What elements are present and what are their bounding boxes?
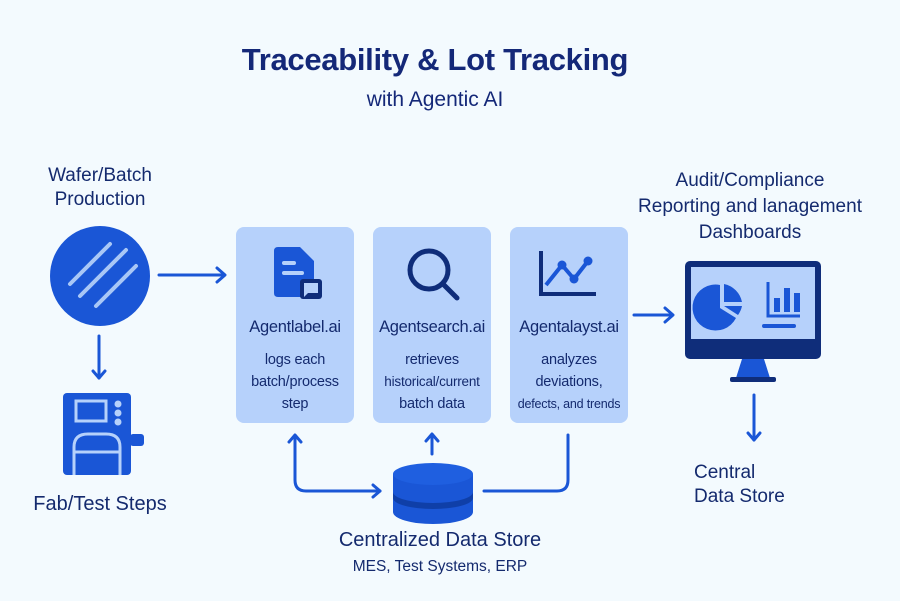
arrow-analyst-to-dashboard: [632, 306, 675, 324]
agent-desc-line: step: [281, 396, 309, 412]
wafer-icon: [50, 226, 150, 326]
search-icon: [407, 248, 460, 301]
agent-name: Agentlabel.ai: [249, 318, 341, 336]
output-store-label-line: Central: [694, 462, 756, 483]
output-label-line: Reporting and lanagement: [638, 196, 862, 217]
line-agentanalyst-to-db: [482, 433, 570, 493]
diagram-title: Traceability & Lot Tracking: [241, 42, 629, 77]
document-chat-icon: [274, 247, 322, 299]
output-label: Audit/Compliance Reporting and lanagemen…: [620, 168, 880, 246]
data-store-systems: MES, Test Systems, ERP: [352, 558, 528, 575]
agent-name: Agentalayst.ai: [519, 318, 619, 336]
output-label-line: Dashboards: [698, 222, 802, 243]
agent-description: analyzes deviations, defects, and trends: [510, 349, 628, 415]
arrow-wafer-to-agent: [157, 266, 227, 284]
line-chart-icon: [539, 251, 596, 296]
agent-desc-line: batch data: [399, 396, 465, 412]
agent-desc-line: analyzes: [541, 352, 597, 368]
agent-desc-line: deviations,: [535, 374, 603, 390]
output-store-label-line: Data Store: [694, 486, 785, 507]
agent-desc-line: batch/process: [251, 374, 339, 390]
machine-icon: [63, 393, 144, 475]
source-label: Wafer/Batch Production: [20, 164, 180, 212]
agent-desc-line: logs each: [264, 352, 326, 368]
output-label-line: Audit/Compliance: [675, 170, 825, 191]
agent-card-label[interactable]: Agentlabel.ai logs each batch/process st…: [236, 227, 354, 423]
agent-description: logs each batch/process step: [236, 349, 354, 415]
agent-card-analyst[interactable]: Agentalayst.ai analyzes deviations, defe…: [510, 227, 628, 423]
database-icon: [393, 463, 473, 524]
diagram-subtitle: with Agentic AI: [366, 88, 504, 111]
arrow-db-to-agentsearch: [424, 432, 440, 456]
arrow-wafer-to-fab: [91, 334, 107, 380]
agent-desc-line: retrieves: [405, 352, 459, 368]
arrow-dashboard-to-store: [746, 393, 762, 442]
source-label-line2: Production: [54, 189, 146, 210]
agent-desc-line: defects, and trends: [517, 397, 621, 411]
arrow-db-agentlabel-bidirectional: [287, 433, 382, 499]
agent-description: retrieves historical/current batch data: [373, 349, 491, 415]
source-label-line1: Wafer/Batch: [48, 165, 152, 186]
data-store-title: Centralized Data Store: [338, 529, 542, 551]
monitor-dashboard-icon: [685, 261, 821, 382]
agent-card-search[interactable]: Agentsearch.ai retrieves historical/curr…: [373, 227, 491, 423]
agent-desc-line: historical/current: [384, 374, 480, 389]
process-label: Fab/Test Steps: [33, 493, 167, 515]
output-store-label: Central Data Store: [694, 461, 814, 509]
agent-name: Agentsearch.ai: [379, 318, 485, 336]
